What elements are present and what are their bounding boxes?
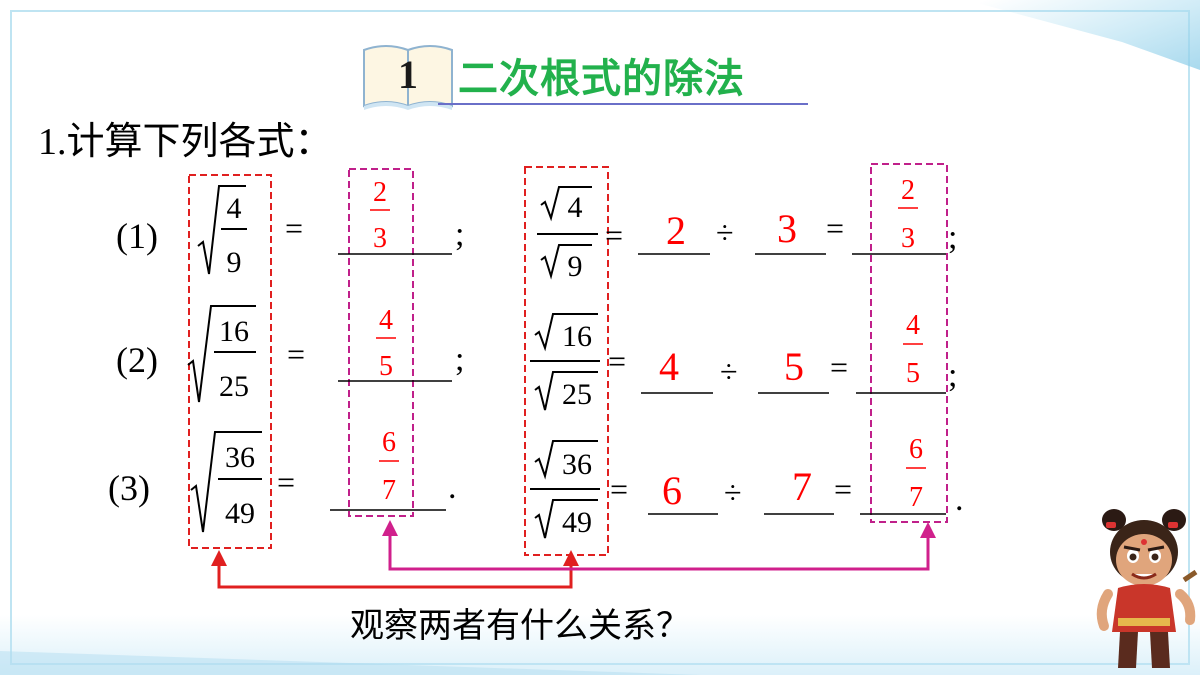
radicand-denominator: 25 — [219, 370, 249, 403]
radical-sign — [187, 305, 256, 403]
radicand-numerator-root: 4 — [568, 191, 583, 224]
answer-denominator: 5 — [906, 358, 920, 389]
answer-denominator: 7 — [382, 475, 396, 506]
radicand-denominator-root: 25 — [562, 378, 592, 411]
arrow-red-connector — [211, 550, 579, 589]
problem-label: (2) — [116, 340, 158, 380]
answer-sqrt-numerator: 2 — [666, 208, 686, 253]
arrow-pink-connector — [382, 520, 936, 571]
radical-sign-denominator — [534, 499, 598, 539]
problem-row-2: (2) 16 25 = 4 5 ; 16 25 = 4 ÷ 5 = 4 — [116, 305, 957, 411]
answer-numerator: 2 — [901, 175, 915, 206]
radicand-numerator-root: 16 — [562, 320, 592, 353]
answer-denominator: 3 — [373, 223, 387, 254]
decorative-wave-bottom — [0, 615, 1200, 675]
radicand-numerator: 4 — [227, 192, 242, 225]
answer-numerator: 4 — [379, 305, 393, 336]
radical-sign — [197, 185, 246, 275]
end-punctuation: ; — [948, 357, 957, 394]
radicand-numerator: 36 — [225, 441, 255, 474]
radical-sign-numerator — [534, 313, 598, 352]
radical-sign-numerator — [540, 186, 592, 222]
exercise-number: 1. — [38, 121, 67, 163]
title-underline — [438, 103, 808, 105]
answer-numerator: 4 — [906, 310, 920, 341]
equals-sign: = — [830, 349, 848, 385]
cartoon-character-image — [1096, 509, 1198, 668]
end-punctuation: ; — [455, 216, 464, 253]
observation-question: 观察两者有什么关系？ — [350, 606, 690, 646]
end-punctuation: ; — [455, 341, 464, 378]
answer-sqrt-denominator: 7 — [792, 464, 812, 509]
radicand-denominator-root: 9 — [568, 250, 583, 283]
problem-row-1: (1) 4 9 = 2 3 ; 4 9 = 2 ÷ 3 = 2 — [116, 175, 957, 283]
exercise-prompt: 1.计算下列各式： — [38, 110, 333, 165]
equals-sign: = — [610, 471, 628, 507]
answer-sqrt-numerator: 4 — [659, 344, 679, 389]
problem-label: (1) — [116, 216, 158, 256]
problem-row-3: (3) 36 49 = 6 7 . 36 49 = 6 ÷ 7 = 6 — [108, 427, 964, 539]
equals-sign: = — [277, 464, 295, 500]
equals-sign: = — [826, 210, 844, 246]
book-icon: 1 — [363, 45, 453, 110]
highlight-box-results-left — [348, 168, 414, 517]
answer-sqrt-denominator: 3 — [777, 206, 797, 251]
radical-sign — [190, 431, 262, 533]
answer-denominator: 5 — [379, 351, 393, 382]
highlight-box-results-right — [870, 163, 948, 523]
radical-sign-denominator — [540, 244, 592, 280]
exercise-text: 计算下列各式： — [66, 119, 333, 163]
answer-denominator: 7 — [909, 482, 923, 513]
equals-sign: = — [834, 471, 852, 507]
divide-sign: ÷ — [716, 214, 734, 250]
equals-sign: = — [285, 210, 303, 246]
highlight-box-sqrt-fractions — [188, 174, 272, 549]
end-punctuation: . — [955, 481, 964, 518]
answer-numerator: 2 — [373, 177, 387, 208]
equals-sign: = — [287, 336, 305, 372]
end-punctuation: . — [448, 469, 457, 506]
radicand-denominator: 49 — [225, 497, 255, 530]
answer-numerator: 6 — [382, 427, 396, 458]
equals-sign: = — [608, 343, 626, 379]
divide-sign: ÷ — [724, 474, 742, 510]
radicand-denominator: 9 — [227, 246, 242, 279]
equals-sign: = — [605, 217, 623, 253]
radical-sign-numerator — [534, 440, 598, 480]
answer-denominator: 3 — [901, 223, 915, 254]
radicand-numerator-root: 36 — [562, 448, 592, 481]
problem-label: (3) — [108, 468, 150, 508]
section-title: 二次根式的除法 — [458, 56, 745, 102]
section-number: 1 — [398, 52, 418, 97]
answer-sqrt-denominator: 5 — [784, 344, 804, 389]
radicand-denominator-root: 49 — [562, 506, 592, 539]
end-punctuation: ; — [948, 219, 957, 256]
highlight-box-quotients-of-roots — [524, 166, 609, 556]
radical-sign-denominator — [534, 371, 598, 411]
answer-sqrt-numerator: 6 — [662, 468, 682, 513]
radicand-numerator: 16 — [219, 315, 249, 348]
answer-numerator: 6 — [909, 434, 923, 465]
divide-sign: ÷ — [720, 353, 738, 389]
